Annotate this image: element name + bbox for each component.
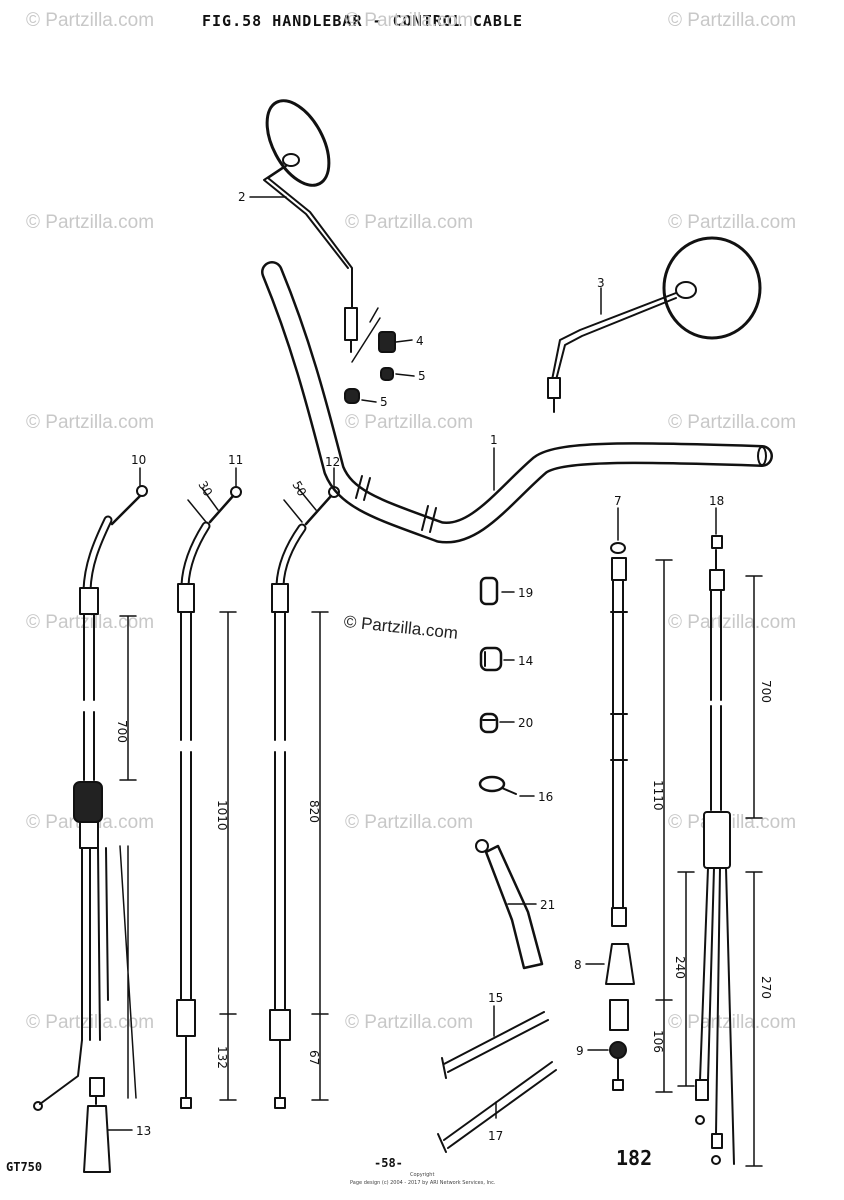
dim-270: 270: [759, 976, 773, 999]
watermark: © Partzilla.com: [26, 212, 155, 233]
cable-12[interactable]: [269, 486, 340, 1109]
callout-15: 15: [488, 991, 503, 1005]
callout-5: 5: [418, 369, 426, 383]
dim-240: 240: [673, 956, 687, 979]
callout-13: 13: [136, 1124, 151, 1138]
callout-1: 1: [490, 433, 498, 447]
callout-10: 10: [131, 453, 146, 467]
callout-16: 16: [538, 790, 553, 804]
cable-11[interactable]: [176, 486, 242, 1109]
dim-1110: 1110: [651, 780, 665, 811]
watermark: © Partzilla.com: [345, 212, 474, 233]
plate-number: 182: [616, 1146, 653, 1170]
callout-2: 2: [238, 190, 246, 204]
watermark: © Partzilla.com: [668, 812, 797, 833]
watermark: © Partzilla.com: [668, 412, 797, 433]
watermark: © Partzilla.com: [345, 412, 474, 433]
callout-17: 17: [488, 1129, 503, 1143]
callout-12: 12: [325, 455, 340, 469]
callout-18: 18: [709, 494, 724, 508]
watermark: © Partzilla.com: [345, 1012, 474, 1033]
copyright-line2: Page design (c) 2004 - 2017 by ARI Netwo…: [350, 1180, 496, 1186]
watermark: © Partzilla.com: [668, 1012, 797, 1033]
watermark: © Partzilla.com: [668, 212, 797, 233]
handlebar[interactable]: [261, 261, 773, 544]
page-number: -58-: [374, 1156, 403, 1170]
watermark: © Partzilla.com: [345, 10, 474, 31]
callout-labels: 2 3 4 5 5 1 7 18 10 11 12 19 14 20 16 21…: [131, 190, 724, 1143]
cable-18[interactable]: [695, 535, 735, 1165]
callout-11: 11: [228, 453, 243, 467]
mirror-nut[interactable]: [344, 307, 396, 404]
callout-14: 14: [518, 654, 533, 668]
watermark: © Partzilla.com: [345, 812, 474, 833]
watermark: © Partzilla.com: [26, 612, 155, 633]
cable-end-14[interactable]: [479, 646, 503, 672]
model-label: GT750: [6, 1160, 43, 1174]
dim-30: 30: [195, 479, 215, 499]
watermark: © Partzilla.com: [26, 412, 155, 433]
callout-3: 3: [597, 276, 605, 290]
copyright-line1: Copyright: [410, 1172, 435, 1178]
dim-1010: 1010: [215, 800, 229, 831]
callout-7: 7: [614, 494, 622, 508]
watermark: © Partzilla.com: [668, 612, 797, 633]
figure-title: FIG.58 HANDLEBAR - CONTROL CABLE: [202, 12, 523, 30]
right-mirror[interactable]: [547, 236, 762, 413]
cable-guide-16[interactable]: [478, 775, 517, 795]
dim-50: 50: [289, 479, 309, 499]
callout-20: 20: [518, 716, 533, 730]
cable-10[interactable]: [33, 485, 148, 1173]
callout-4: 4: [416, 334, 424, 348]
leader-lines: [107, 196, 717, 1131]
callout-5: 5: [380, 395, 388, 409]
callout-19: 19: [518, 586, 533, 600]
dimension-labels: 700 1010 820 1110 700 30 50 132 67 106 2…: [115, 479, 773, 1069]
dim-700: 700: [759, 680, 773, 703]
cable-end-19[interactable]: [479, 576, 499, 606]
callout-9: 9: [576, 1044, 584, 1058]
dimension-lines: [119, 487, 763, 1167]
dim-700: 700: [115, 720, 129, 743]
watermark: © Partzilla.com: [26, 10, 155, 31]
callout-21: 21: [540, 898, 555, 912]
dim-106: 106: [651, 1030, 665, 1053]
callout-8: 8: [574, 958, 582, 972]
watermark: © Partzilla.com: [668, 10, 797, 31]
left-mirror[interactable]: [254, 91, 358, 353]
bracket-21[interactable]: [475, 839, 544, 970]
cable-strap-17[interactable]: [437, 1061, 557, 1153]
cable-strap-15[interactable]: [441, 1011, 549, 1079]
dim-820: 820: [307, 800, 321, 823]
dim-132: 132: [215, 1046, 229, 1069]
cable-7[interactable]: [605, 542, 635, 1091]
cable-end-20[interactable]: [479, 712, 499, 734]
dim-67: 67: [307, 1050, 321, 1065]
